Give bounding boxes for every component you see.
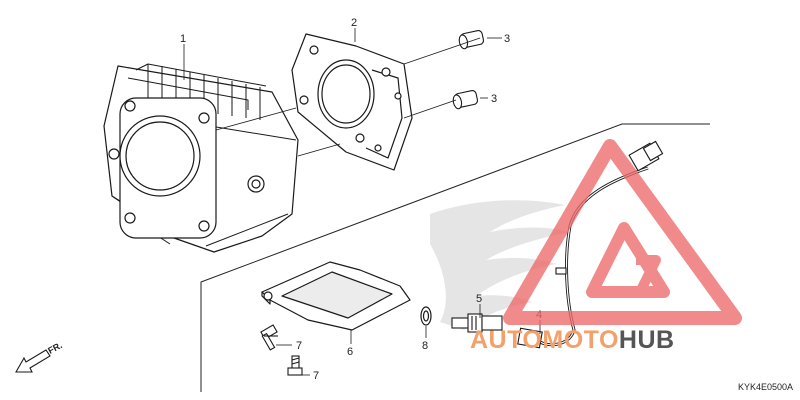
assembly-guide-lines: [215, 37, 481, 157]
triangle-logo-icon: [503, 139, 742, 325]
callout-7-lower: 7: [313, 370, 319, 382]
o-ring-part: [420, 306, 432, 326]
cylinder-block-part: [103, 63, 299, 253]
sensor-cover-part: [261, 261, 411, 331]
temperature-sensor-part: [451, 313, 503, 333]
callout-8: 8: [422, 340, 428, 352]
front-direction-label: FR.: [46, 340, 63, 356]
watermark-word-a: AUTOMOTO: [470, 326, 619, 354]
callout-6: 6: [347, 346, 353, 358]
callout-3-upper: 3: [504, 33, 510, 45]
watermark-word-b: HUB: [619, 326, 675, 354]
wing-emblem-watermark: [430, 200, 570, 330]
callout-3-lower: 3: [491, 93, 497, 105]
callout-7-upper: 7: [296, 340, 302, 352]
callout-5: 5: [476, 293, 482, 305]
bolt-upper-part: [260, 324, 278, 351]
callout-1: 1: [180, 33, 186, 45]
callout-2: 2: [351, 17, 357, 29]
wire-harness-part: [517, 140, 664, 349]
front-direction-indicator: FR.: [15, 340, 64, 373]
section-divider: [200, 123, 710, 392]
watermark-text: AUTOMOTOHUB: [470, 326, 675, 354]
dowel-pin-lower-part: [452, 90, 479, 110]
cylinder-gasket-part: [291, 33, 413, 171]
brand-watermark: AUTOMOTOHUB: [470, 139, 742, 354]
front-arrow-icon: [15, 349, 51, 373]
bolt-lower-part: [287, 355, 303, 376]
dowel-pin-upper-part: [458, 30, 485, 50]
diagram-code: KYK4E0500A: [738, 382, 793, 392]
